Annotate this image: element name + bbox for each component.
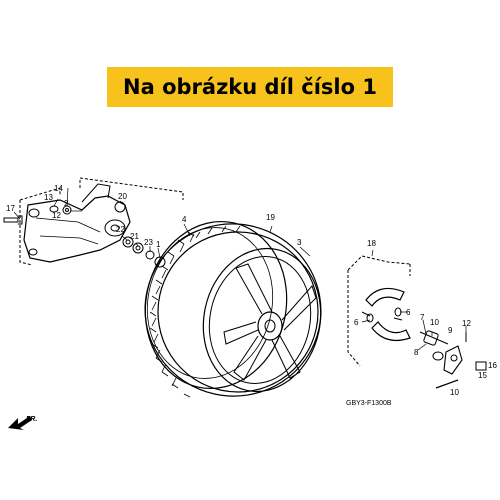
rear-tyre (144, 220, 322, 397)
wheel-rim (202, 247, 322, 393)
banner-text: Na obrázku díl číslo 1 (123, 75, 377, 99)
callout: 14 (54, 184, 63, 193)
callout: 9 (448, 326, 453, 335)
callout: 3 (297, 238, 302, 247)
callout: 1 (156, 240, 161, 249)
swing-arm-group (19, 177, 184, 266)
callout: 10 (450, 388, 459, 397)
callout: 16 (488, 361, 497, 370)
callout: 19 (266, 213, 275, 222)
callout: 13 (44, 193, 53, 202)
front-marker-label: FR. (26, 416, 37, 423)
front-direction-arrow: FR. (8, 416, 37, 430)
swing-arm-hardware (3, 201, 166, 268)
callout: 23 (144, 238, 153, 247)
callout: 21 (130, 232, 139, 241)
callout: 15 (478, 371, 487, 380)
callout: 12 (52, 211, 61, 220)
part-number-banner: Na obrázku díl číslo 1 (107, 67, 393, 107)
diagram-code: GBY3-F1300B (346, 400, 392, 407)
callout: 6 (354, 318, 359, 327)
callout: 7 (420, 313, 425, 322)
callout: 4 (182, 215, 187, 224)
brake-arm-hardware (419, 330, 487, 389)
callout: 17 (6, 204, 15, 213)
callout: 12 (462, 319, 471, 328)
callout: 8 (414, 348, 419, 357)
brake-bracket-group (347, 255, 411, 367)
tyre-tread (149, 225, 241, 398)
callout: 6 (406, 308, 411, 317)
callout: 18 (367, 239, 376, 248)
callout-labels: 17 13 14 2 12 20 22 21 23 1 4 19 3 18 6 … (6, 184, 497, 397)
callout: 10 (430, 318, 439, 327)
leader-lines (13, 187, 467, 351)
callout: 2 (64, 199, 69, 208)
callout: 22 (116, 225, 125, 234)
callout: 20 (118, 192, 127, 201)
